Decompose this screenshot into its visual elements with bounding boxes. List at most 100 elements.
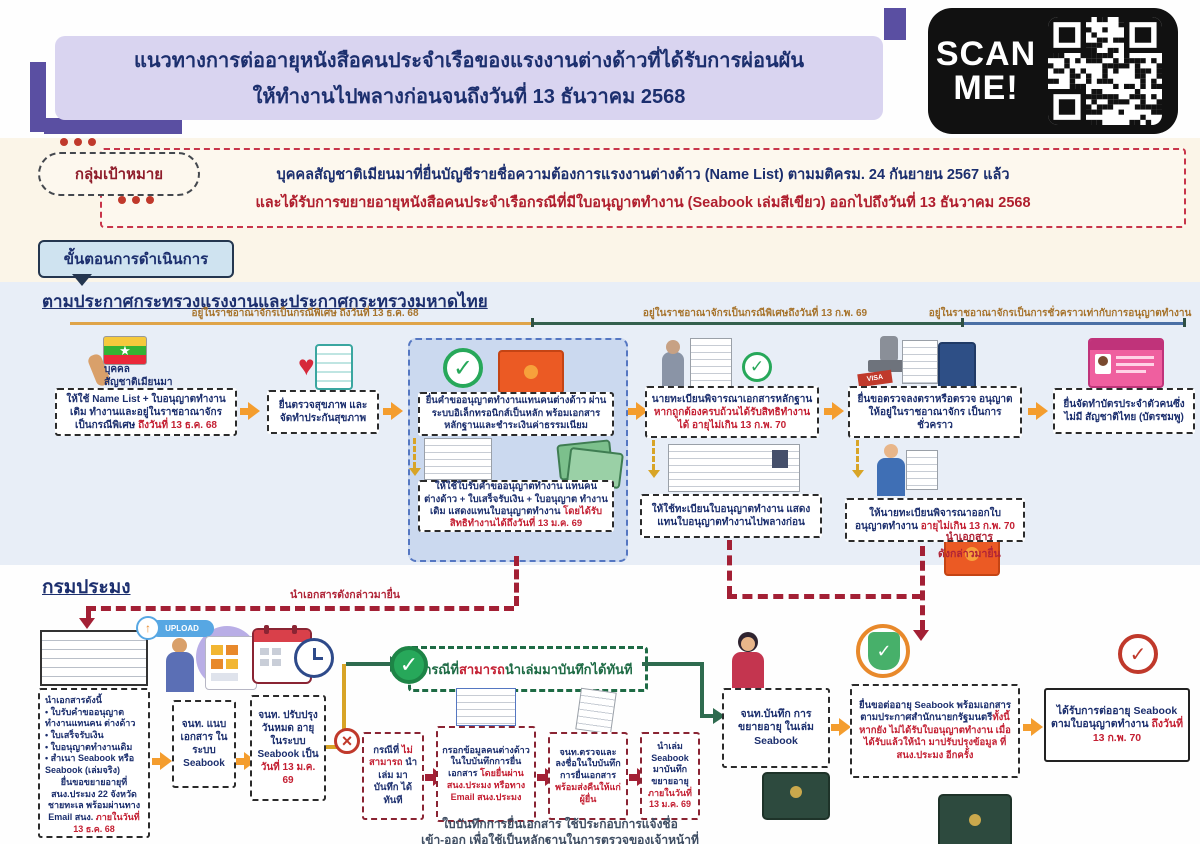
box-bring-seabook: นำเล่ม Seabook มาบันทึก ขยายอายุ ภายในวั…	[640, 732, 700, 820]
flow-arrow	[831, 718, 851, 736]
visa-page-icon	[902, 340, 938, 384]
seabook-orange-icon	[498, 350, 564, 394]
title-banner: แนวทางการต่ออายุหนังสือคนประจำเรือของแรง…	[55, 36, 883, 120]
footer-note-line1: ใบบันทึกการยื่นเอกสาร ใช้ประกอบการแจ้งชื…	[442, 817, 678, 831]
branch-vertical	[342, 664, 346, 749]
box-officer-sign: จนท.ตรวจและ ลงชื่อในใบบันทึก การยื่นเอกส…	[548, 732, 628, 820]
flow-arrow	[240, 402, 260, 420]
document-review-icon	[690, 338, 732, 388]
box-update-expiry: จนท. ปรับปรุงวันหมด อายุในระบบ Seabook เ…	[250, 695, 326, 801]
uploader-head-icon	[172, 638, 187, 653]
timeline-tick	[961, 318, 964, 327]
box-health-check: ยื่นตรวจสุขภาพ และจัดทำประกันสุขภาพ	[267, 390, 379, 434]
ministry-section-heading: ตามประกาศกระทรวงแรงงานและประกาศกระทรวงมห…	[42, 292, 488, 311]
box-update-deadline: วันที่ 13 ม.ค. 69	[260, 762, 316, 786]
target-line1: บุคคลสัญชาติเมียนมาที่ยื่นบัญชีรายชื่อคว…	[276, 166, 1010, 183]
page-title-line1: แนวทางการต่ออายุหนังสือคนประจำเรือของแรง…	[133, 50, 805, 72]
check-glyph: ✓	[749, 357, 765, 376]
connector-right-vertical-2	[920, 546, 925, 630]
box-receipt-substitute: ให้ใช้ใบรับคำขออนุญาตทำงาน แทนคนต่างด้าว…	[418, 480, 614, 532]
box-receipt-text: ให้ใช้ใบรับคำขออนุญาตทำงาน แทนคนต่างด้าว…	[424, 481, 608, 517]
box-receipt-deadline: โดยได้รับสิทธิทำงานได้ถึงวันที่ 13 ม.ค. …	[449, 506, 603, 530]
box-fill-form-red: โดยยื่นผ่านสนง.ประมง หรือทาง Email สนง.ป…	[446, 768, 526, 802]
reviewer-person-icon	[662, 352, 684, 386]
documents-bullet-4: • สำเนา Seabook หรือ Seabook (เล่มจริง)	[45, 753, 135, 776]
box-namelist-text: ให้ใช้ Name List + ใบอนุญาตทำงานเดิม ทำง…	[66, 393, 226, 431]
record-form-icon	[456, 688, 516, 726]
box-renew-text: ยื่นขอต่ออายุ Seabook พร้อมเอกสาร ตามประ…	[859, 700, 1011, 724]
timeline-segment-special-stay	[70, 322, 533, 325]
box-renew-red: ทั้งนี้ หากยัง ไม่ได้รับใบอนุญาตทำงาน เม…	[859, 712, 1011, 761]
box-issue-permit-text: ให้นายทะเบียนพิจารณาออกใบ อนุญาตทำงาน	[855, 508, 1001, 532]
box-health-text: ยื่นตรวจสุขภาพ และจัดทำประกันสุขภาพ	[278, 400, 368, 424]
case-ok-pre: กรณีที่	[423, 661, 459, 677]
box-registry-substitute-text: ให้ใช้ทะเบียนใบอนุญาตทำงาน แสดงแทนใบอนุญ…	[651, 504, 811, 528]
box-pink-card-text: ยื่นจัดทำบัตรประจำตัวคนซึ่งไม่มี สัญชาติ…	[1063, 399, 1185, 423]
connector-right-arrowhead	[913, 630, 929, 641]
seabook-green-icon	[762, 772, 830, 820]
flow-arrow	[152, 752, 172, 770]
box-sign-red: พร้อมส่งคืนให้แก่ ผู้ยื่น	[555, 781, 621, 804]
box-attach-text: จนท. แนบเอกสาร ในระบบ Seabook	[180, 719, 228, 769]
connector-left-drop	[86, 608, 91, 618]
shield-check-icon: ✓	[868, 632, 900, 670]
box-cannot-record: กรณีที่ ไม่สามารถ นำเล่ม มาบันทึก ได้ทัน…	[362, 732, 424, 820]
green-branch-line	[346, 662, 390, 666]
application-form-icon	[424, 438, 492, 480]
box-pink-card: ยื่นจัดทำบัตรประจำตัวคนซึ่งไม่มี สัญชาติ…	[1053, 388, 1195, 434]
box-renew-seabook: ยื่นขอต่ออายุ Seabook พร้อมเอกสาร ตามประ…	[850, 684, 1020, 778]
box-namelist: ให้ใช้ Name List + ใบอนุญาตทำงานเดิม ทำง…	[55, 388, 237, 436]
box-registrar-deadline: หากถูกต้องครบถ้วนได้รับสิทธิทำงานได้ อาย…	[653, 406, 811, 431]
box-registrar-review: นายทะเบียนพิจารณาเอกสารหลักฐาน หากถูกต้อ…	[645, 386, 819, 438]
connector-right-horizontal	[727, 594, 922, 599]
staff-body-icon	[732, 652, 764, 688]
timeline-label-3: อยู่ในราชอาณาจักรเป็นการชั่วคราวเท่ากับก…	[928, 308, 1192, 319]
decor-dot	[146, 196, 154, 204]
check-glyph: ✓	[1129, 643, 1147, 666]
box-issue-permit-deadline: อายุไม่เกิน 13 ก.พ. 70	[920, 521, 1015, 532]
me-word: ME!	[953, 69, 1019, 107]
documents-intro: นำเอกสารดังนี้	[45, 695, 102, 705]
case-ok-red: สามารถ	[458, 661, 505, 677]
box-visa-stamp: ยื่นขอตรวจลงตราหรือตรวจ อนุญาตให้อยู่ในร…	[848, 386, 1022, 438]
stamp-base-icon	[868, 360, 908, 372]
timeline-label-1: อยู่ในราชอาณาจักรเป็นกรณีพิเศษ ถึงวันที่…	[191, 308, 419, 319]
target-line2: และได้รับการขยายอายุหนังสือคนประจำเรือกร…	[255, 194, 1031, 211]
person-caption-line2: สัญชาติเมียนมา	[104, 376, 173, 388]
box-record-text: จนท.บันทึก การขยายอายุ ในเล่ม Seabook	[738, 707, 814, 747]
staff-face-icon	[741, 637, 755, 651]
title-accent-bottom	[44, 118, 182, 134]
renewal-cycle-icon	[856, 624, 910, 678]
health-clipboard-icon	[315, 344, 353, 390]
flow-arrow	[383, 402, 403, 420]
signed-record-icon	[575, 687, 617, 735]
box-documents-list: นำเอกสารดังนี้ • ใบรับคำขออนุญาต ทำงานแท…	[38, 688, 150, 838]
box-done-text: ได้รับการต่ออายุ Seabook ตามใบอนุญาตทำงา…	[1051, 704, 1178, 731]
connector-left-vertical	[514, 556, 519, 606]
decor-dot	[74, 138, 82, 146]
connector-left-arrowhead	[79, 618, 95, 629]
box-bring-book-red: ภายในวันที่ 13 ม.ค. 69	[648, 787, 692, 810]
uploader-body-icon	[166, 652, 194, 692]
dashed-down-arrowhead	[648, 470, 660, 478]
upload-pill: UPLOAD	[150, 620, 214, 637]
green-line-down	[700, 662, 704, 716]
connector-right-vertical-1	[727, 540, 732, 596]
scan-me-badge: SCAN ME!	[928, 8, 1178, 134]
decor-dot	[132, 196, 140, 204]
check-circle-icon: ✓	[443, 348, 483, 388]
timeline-label-2: อยู่ในราชอาณาจักรเป็นกรณีพิเศษถึงวันที่ …	[642, 308, 868, 319]
connector-right-label-line2: ดังกล่าวมายื่น	[938, 548, 1001, 560]
heart-icon: ♥	[298, 350, 315, 381]
box-registrar-text: นายทะเบียนพิจารณาเอกสารหลักฐาน	[651, 393, 813, 405]
documents-outro: ยื่นขอขยายอายุที่ สนง.ประมง 22 จังหวัดชา…	[47, 776, 141, 834]
reviewer-head-icon	[666, 340, 680, 354]
box-sign-text: จนท.ตรวจและ ลงชื่อในใบบันทึก การยื่นเอกส…	[555, 746, 621, 781]
timeline-tick	[531, 318, 534, 327]
passport-icon	[938, 342, 976, 390]
flow-arrow	[1023, 718, 1043, 736]
green-line-in	[700, 714, 714, 718]
dashed-down-arrowhead	[409, 468, 421, 476]
case-no-cross-icon: ×	[334, 728, 360, 754]
